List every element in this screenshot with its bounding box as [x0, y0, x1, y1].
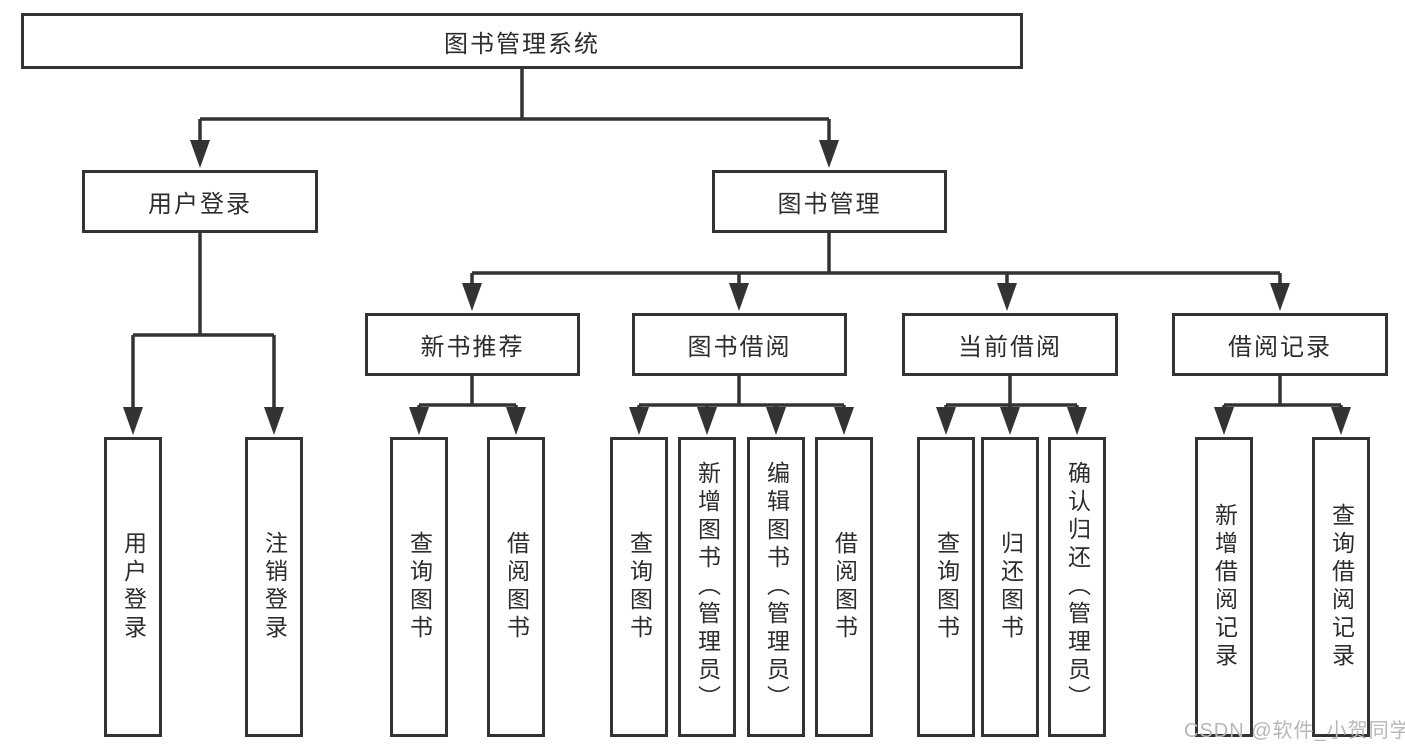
leaf-confirm-return-admin: 确认归还（管理员） — [1048, 437, 1106, 737]
leaf-user-login: 用户登录 — [104, 437, 162, 737]
node-new-book-recommend: 新书推荐 — [365, 313, 580, 376]
leaf-return-books: 归还图书 — [981, 437, 1039, 737]
node-label: 图书管理 — [777, 191, 882, 218]
csdn-watermark: CSDN @软件_小贺同学 — [1184, 720, 1405, 742]
leaf-add-books-admin: 新增图书（管理员） — [678, 437, 736, 737]
leaf-label: 用户登录 — [120, 531, 147, 643]
leaf-label: 确认归还（管理员） — [1064, 461, 1091, 713]
leaf-label: 借阅图书 — [831, 531, 858, 643]
leaf-query-books-borrow: 查询图书 — [610, 437, 668, 737]
node-current-borrowing: 当前借阅 — [902, 313, 1118, 376]
leaf-logout: 注销登录 — [245, 437, 303, 737]
leaf-query-books-current: 查询图书 — [917, 437, 975, 737]
node-book-management: 图书管理 — [712, 170, 947, 233]
leaf-query-books-recommend: 查询图书 — [390, 437, 448, 737]
node-user-login-group: 用户登录 — [82, 170, 318, 233]
arrow-heads — [123, 140, 1351, 435]
leaf-borrow-books: 借阅图书 — [815, 437, 873, 737]
leaf-label: 借阅图书 — [503, 531, 530, 643]
leaf-label: 查询图书 — [626, 531, 653, 643]
leaf-edit-books-admin: 编辑图书（管理员） — [747, 437, 805, 737]
connector-path — [133, 69, 1341, 407]
leaf-add-borrow-record: 新增借阅记录 — [1195, 437, 1253, 737]
leaf-label: 新增图书（管理员） — [694, 461, 721, 713]
leaf-label: 查询借阅记录 — [1328, 503, 1355, 671]
leaf-query-borrow-record: 查询借阅记录 — [1312, 437, 1370, 737]
node-root-system: 图书管理系统 — [21, 13, 1023, 69]
leaf-label: 注销登录 — [261, 531, 288, 643]
leaf-borrow-books-recommend: 借阅图书 — [487, 437, 545, 737]
node-label: 当前借阅 — [958, 334, 1062, 361]
leaf-label: 新增借阅记录 — [1211, 503, 1238, 671]
leaf-label: 查询图书 — [406, 531, 433, 643]
node-label: 用户登录 — [148, 191, 252, 218]
leaf-label: 归还图书 — [997, 531, 1024, 643]
node-book-borrowing: 图书借阅 — [632, 313, 847, 376]
node-label: 借阅记录 — [1228, 334, 1332, 361]
leaf-label: 编辑图书（管理员） — [763, 461, 790, 713]
node-label: 图书借阅 — [687, 334, 792, 361]
node-borrowing-records: 借阅记录 — [1172, 313, 1388, 376]
node-label: 新书推荐 — [420, 334, 525, 361]
leaf-label: 查询图书 — [933, 531, 960, 643]
node-label: 图书管理系统 — [444, 30, 600, 58]
